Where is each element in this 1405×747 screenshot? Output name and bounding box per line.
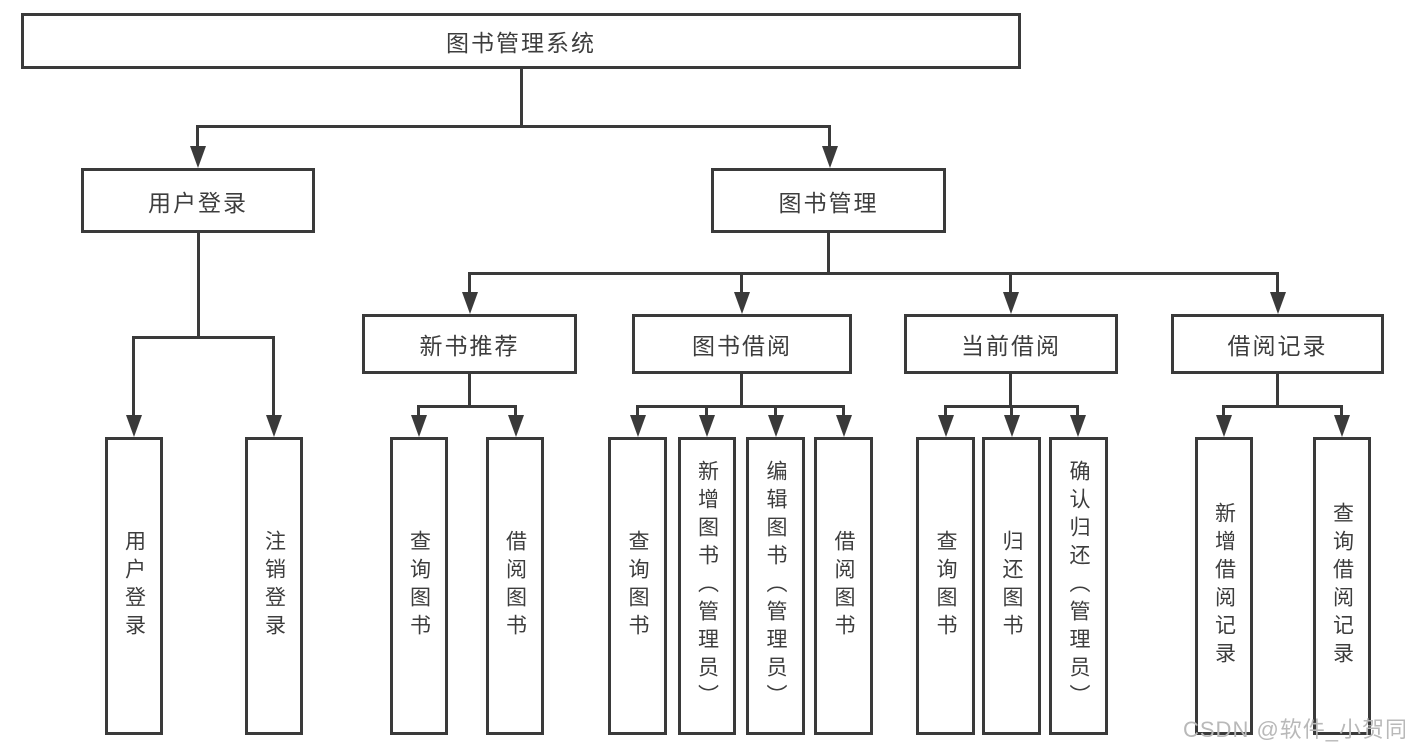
connector-line [468,374,471,405]
leaf-add-books-admin-label: 新增图书（管理员） [695,460,719,712]
connector-line [514,405,517,415]
node-book-management: 图书管理 [711,168,946,233]
connector-line [1076,405,1079,415]
connector-line [740,272,743,292]
arrowhead-down-icon [462,292,478,314]
arrowhead-down-icon [508,415,524,437]
connector-line [417,405,420,415]
arrowhead-down-icon [1334,415,1350,437]
arrowhead-down-icon [1070,415,1086,437]
connector-line [740,374,743,405]
leaf-add-books-admin: 新增图书（管理员） [678,437,736,735]
leaf-borrow-books: 借阅图书 [814,437,873,735]
arrowhead-down-icon [938,415,954,437]
connector-line [842,405,845,415]
arrowhead-down-icon [630,415,646,437]
leaf-recommend-borrow-books-label: 借阅图书 [503,530,527,642]
connector-line [828,125,831,146]
leaf-recommend-query-books: 查询图书 [390,437,448,735]
node-book-management-label: 图书管理 [778,189,879,216]
arrowhead-down-icon [768,415,784,437]
connector-line [196,125,199,146]
connector-line [132,336,274,339]
leaf-confirm-return-admin-label: 确认归还（管理员） [1067,460,1090,712]
connector-line [132,336,135,415]
leaf-edit-books-admin-label: 编辑图书（管理员） [764,460,787,712]
connector-line [468,272,471,292]
node-new-book-recommend: 新书推荐 [362,314,577,374]
arrowhead-down-icon [1003,292,1019,314]
leaf-return-books: 归还图书 [982,437,1041,735]
leaf-current-query-books-label: 查询图书 [934,530,957,642]
node-current-borrow: 当前借阅 [904,314,1118,374]
leaf-add-borrow-record: 新增借阅记录 [1195,437,1253,735]
connector-line [520,69,523,125]
leaf-current-query-books: 查询图书 [916,437,975,735]
arrowhead-down-icon [190,146,206,168]
node-root: 图书管理系统 [21,13,1021,69]
connector-line [468,272,1279,275]
node-new-book-recommend-label: 新书推荐 [419,333,520,359]
arrowhead-down-icon [266,415,282,437]
leaf-return-books-label: 归还图书 [1000,530,1023,642]
leaf-recommend-query-books-label: 查询图书 [407,530,431,642]
leaf-edit-books-admin: 编辑图书（管理员） [746,437,805,735]
node-user-login: 用户登录 [81,168,315,233]
connector-line [197,233,200,336]
connector-line [827,233,830,272]
leaf-borrow-books-label: 借阅图书 [832,530,855,642]
leaf-logout: 注销登录 [245,437,303,735]
leaf-confirm-return-admin: 确认归还（管理员） [1049,437,1108,735]
connector-line [417,405,517,408]
node-current-borrow-label: 当前借阅 [961,333,1061,359]
leaf-recommend-borrow-books: 借阅图书 [486,437,544,735]
leaf-add-borrow-record-label: 新增借阅记录 [1212,502,1236,670]
csdn-watermark: CSDN @软件_小贺同学 [1183,717,1405,742]
connector-line [196,125,831,128]
connector-line [1010,405,1013,415]
connector-line [636,405,845,408]
connector-line [1009,272,1012,292]
connector-line [1009,374,1012,405]
arrowhead-down-icon [836,415,852,437]
node-book-borrow-label: 图书借阅 [692,333,792,359]
leaf-borrow-query-books-label: 查询图书 [626,530,649,642]
node-user-login-label: 用户登录 [148,189,248,216]
connector-line [636,405,639,415]
connector-line [705,405,708,415]
connector-line [1222,405,1225,415]
leaf-borrow-query-books: 查询图书 [608,437,667,735]
arrowhead-down-icon [126,415,142,437]
arrowhead-down-icon [411,415,427,437]
arrowhead-down-icon [1270,292,1286,314]
connector-line [1276,272,1279,292]
connector-line [774,405,777,415]
leaf-user-login: 用户登录 [105,437,163,735]
arrowhead-down-icon [1004,415,1020,437]
leaf-query-borrow-record-label: 查询借阅记录 [1330,502,1354,670]
leaf-user-login-label: 用户登录 [122,530,146,642]
connector-line [1276,374,1279,405]
leaf-logout-label: 注销登录 [262,530,286,642]
node-book-borrow: 图书借阅 [632,314,852,374]
arrowhead-down-icon [1216,415,1232,437]
node-root-label: 图书管理系统 [446,30,596,56]
arrowhead-down-icon [822,146,838,168]
connector-line [944,405,947,415]
leaf-query-borrow-record: 查询借阅记录 [1313,437,1371,735]
connector-line [1340,405,1343,415]
connector-line [1222,405,1342,408]
arrowhead-down-icon [734,292,750,314]
node-borrow-records: 借阅记录 [1171,314,1384,374]
arrowhead-down-icon [699,415,715,437]
connector-line [272,336,275,415]
node-borrow-records-label: 借阅记录 [1227,333,1328,359]
